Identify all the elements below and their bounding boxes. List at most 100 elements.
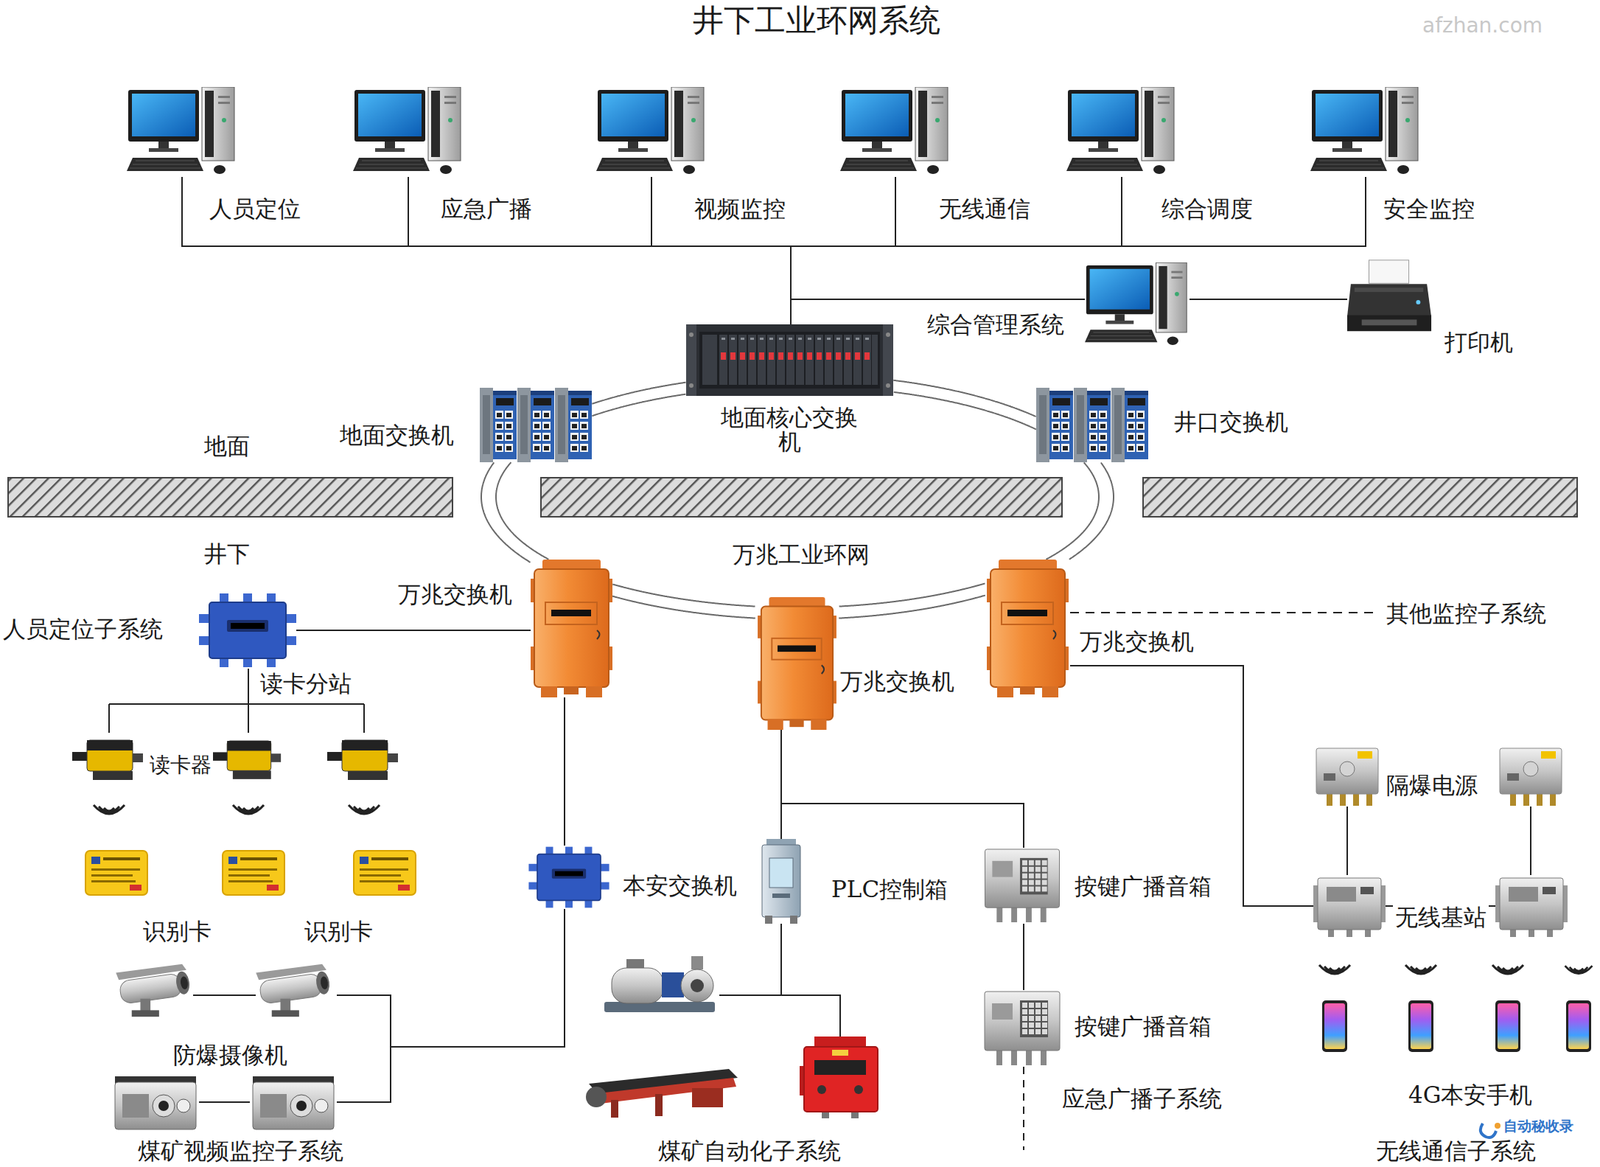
automation-equipment-part bbox=[604, 955, 715, 1012]
flameproof-switch-icon bbox=[985, 559, 1071, 698]
core-switch-picture bbox=[686, 324, 894, 396]
network-link bbox=[564, 697, 566, 846]
ring-link bbox=[838, 582, 986, 618]
wireless-equipment-part bbox=[1566, 1000, 1592, 1052]
device-label: 安全监控 bbox=[1383, 196, 1475, 222]
network-link bbox=[296, 630, 531, 631]
power-supply-icon bbox=[1314, 745, 1380, 807]
broadcast-speaker: 按键广播音箱 bbox=[983, 847, 1062, 924]
wire-part bbox=[1070, 611, 1374, 614]
explosion-proof-camera-picture bbox=[115, 963, 331, 1017]
subsystem-label: 煤矿自动化子系统 bbox=[658, 1138, 841, 1163]
link-line bbox=[591, 382, 686, 404]
plc-cabinet: PLC控制箱 bbox=[759, 838, 804, 924]
ground-band bbox=[8, 477, 1578, 517]
base-station: 无线基站 bbox=[1313, 874, 1386, 937]
card-reader-part bbox=[72, 739, 143, 780]
device-label: 应急广播 bbox=[440, 196, 533, 222]
ground-band-part bbox=[1143, 477, 1578, 517]
radio-waves-part bbox=[1492, 964, 1524, 974]
network-link bbox=[790, 176, 896, 325]
workstation: 人员定位 bbox=[126, 86, 238, 177]
device-label: 万兆交换机 bbox=[840, 669, 955, 694]
flameproof-switch: 万兆交换机 bbox=[755, 596, 839, 730]
workstation-picture bbox=[840, 86, 948, 174]
device-label: 按键广播音箱 bbox=[1074, 874, 1212, 899]
part-label: 读卡器 bbox=[149, 753, 212, 776]
device-label: 井口交换机 bbox=[1174, 409, 1289, 435]
ring-link bbox=[612, 584, 756, 619]
device-label: 万兆交换机 bbox=[397, 582, 513, 607]
din-switch-icon bbox=[1036, 387, 1149, 463]
flameproof-switch-icon bbox=[755, 596, 839, 730]
wireless-equipment-part bbox=[1495, 1000, 1521, 1052]
part-label: 识别卡 bbox=[304, 919, 373, 944]
explosion-proof-camera: 防爆摄像机 bbox=[112, 959, 337, 1021]
link-line bbox=[790, 176, 896, 325]
workstation: 安全监控 bbox=[1310, 86, 1421, 177]
device-label: 无线基站 bbox=[1392, 905, 1489, 930]
device-label: 地面交换机 bbox=[339, 423, 454, 448]
wire-part bbox=[719, 923, 841, 1037]
radio-waves-part bbox=[93, 804, 125, 814]
ring-link bbox=[1045, 462, 1114, 560]
workstation-picture bbox=[353, 86, 461, 174]
wireless-equipment-part bbox=[1499, 748, 1562, 806]
din-switch: 地面交换机 bbox=[479, 387, 592, 463]
network-link bbox=[408, 176, 791, 325]
automation-equipment-part bbox=[585, 1068, 738, 1118]
subsystem-label: 无线通信子系统 bbox=[1375, 1138, 1536, 1163]
automation-equipment bbox=[585, 955, 878, 1119]
core-switch: 地面核心交换机 bbox=[686, 324, 894, 396]
device-label: 读卡分站 bbox=[260, 671, 352, 696]
workstation-icon bbox=[353, 86, 464, 177]
ring-link bbox=[893, 380, 1037, 430]
network-link bbox=[651, 176, 791, 325]
link-line bbox=[591, 394, 686, 417]
radio-waves-part bbox=[1565, 965, 1593, 974]
workstation-icon bbox=[1084, 262, 1190, 348]
device-label: 隔爆电源 bbox=[1386, 773, 1478, 798]
wire-part bbox=[109, 668, 365, 733]
workstation-picture bbox=[126, 86, 235, 174]
box-camera bbox=[114, 1076, 334, 1130]
link-line bbox=[1346, 806, 1348, 875]
network-link bbox=[1023, 923, 1025, 990]
workstation-icon bbox=[840, 86, 951, 177]
watermark-logo-part bbox=[1494, 1122, 1501, 1129]
flameproof-switch-picture bbox=[530, 559, 613, 698]
part-label: 识别卡 bbox=[142, 919, 212, 944]
diagram-title: 井下工业环网系统 bbox=[692, 4, 941, 37]
card-reader-part bbox=[327, 739, 398, 780]
reader-substation-picture bbox=[198, 593, 297, 667]
network-link bbox=[182, 176, 791, 325]
power-supply: 隔爆电源 bbox=[1314, 745, 1380, 807]
part-label: 4G本安手机 bbox=[1408, 1082, 1533, 1107]
network-link bbox=[1070, 665, 1314, 906]
din-switch-picture bbox=[479, 387, 592, 463]
link-line bbox=[563, 697, 566, 846]
link-line bbox=[495, 462, 550, 560]
link-line bbox=[893, 392, 1037, 430]
automation-equipment-part bbox=[799, 1036, 878, 1119]
device-label: 地面核心交换机 bbox=[715, 405, 864, 454]
network-link bbox=[790, 176, 1122, 325]
intrinsic-switch-icon bbox=[525, 845, 613, 909]
din-switch: 井口交换机 bbox=[1036, 387, 1149, 463]
device-label: 人员定位 bbox=[209, 196, 301, 222]
device-label: PLC控制箱 bbox=[831, 877, 948, 902]
radio-waves bbox=[93, 804, 1592, 974]
subsystem-label: 其他监控子系统 bbox=[1386, 601, 1547, 626]
id-card-part bbox=[85, 850, 148, 895]
radio-waves-part bbox=[1405, 964, 1437, 974]
printer-icon bbox=[1347, 257, 1435, 336]
watermark: afzhan.com bbox=[1422, 14, 1543, 37]
workstation: 无线通信 bbox=[840, 86, 951, 177]
link-line bbox=[1045, 462, 1099, 560]
din-switch-picture bbox=[1036, 387, 1149, 463]
plc-cabinet-picture bbox=[762, 838, 801, 924]
ground-band-part bbox=[8, 477, 453, 517]
